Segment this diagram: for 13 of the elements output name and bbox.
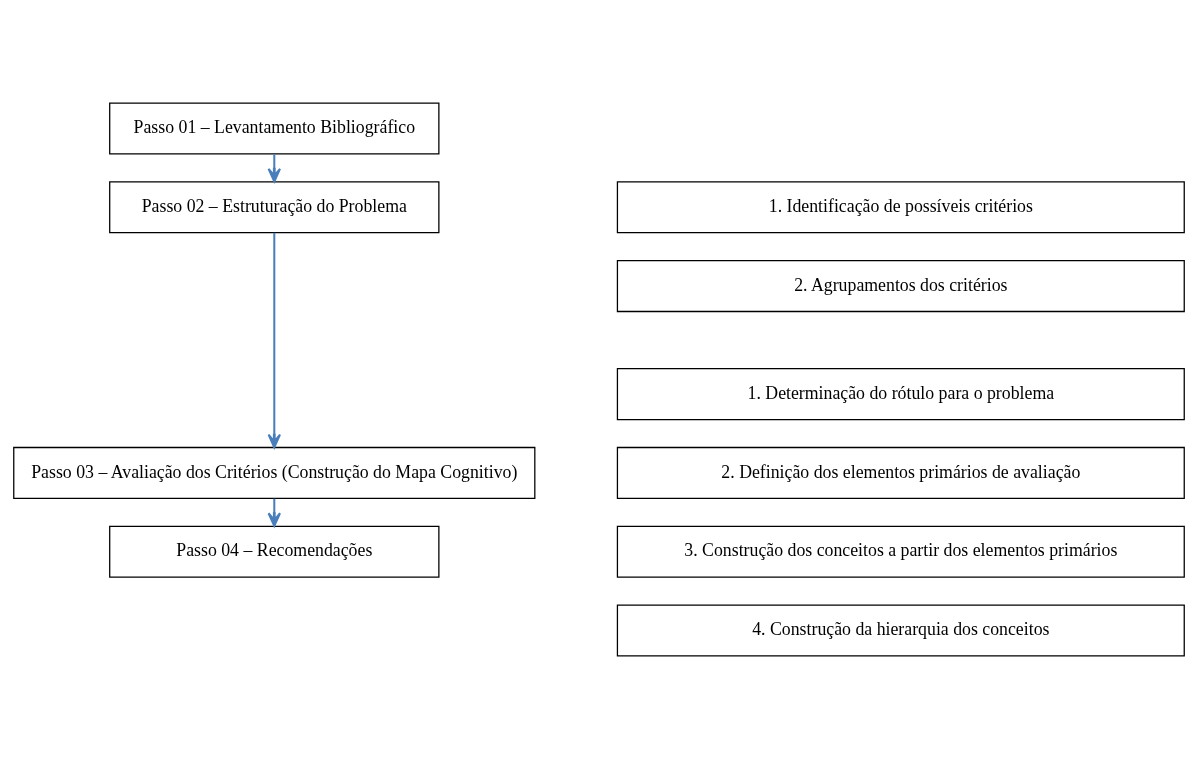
- node-box: 2. Agrupamentos dos critérios: [616, 259, 1185, 312]
- node-box: 3. Construção dos conceitos a partir dos elementos primários: [616, 525, 1185, 578]
- node-box: Passo 01 – Levantamento Bibliográfico: [109, 101, 440, 155]
- arrow: [267, 232, 282, 448]
- arrow: [267, 153, 282, 183]
- node-box: 4. Construção da hierarquia dos conceitos: [616, 603, 1185, 657]
- node-box: Passo 04 – Recomendações: [109, 525, 440, 578]
- node-box: 1. Determinação do rótulo para o problema: [616, 367, 1185, 420]
- arrow: [267, 498, 282, 527]
- node-box: Passo 03 – Avaliação dos Critérios (Construção do Mapa Cognitivo): [13, 446, 536, 499]
- node-box: Passo 02 – Estruturação do Problema: [109, 180, 440, 233]
- node-box: 2. Definição dos elementos primários de avaliação: [616, 446, 1185, 499]
- node-box: 1. Identificação de possíveis critérios: [616, 180, 1185, 233]
